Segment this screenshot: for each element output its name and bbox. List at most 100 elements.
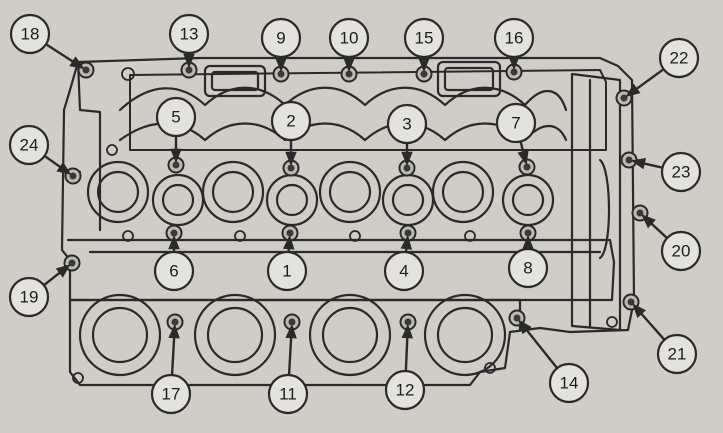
callout-label-5: 5 xyxy=(171,108,180,127)
leader-arrow-19 xyxy=(55,264,71,278)
callout-4: 4 xyxy=(383,250,425,292)
bolt-center-11 xyxy=(288,318,296,326)
bolt-center-13 xyxy=(185,66,193,74)
callout-label-8: 8 xyxy=(523,259,532,278)
callout-label-11: 11 xyxy=(279,385,297,404)
callout-12: 12 xyxy=(384,369,426,411)
bolt-center-9 xyxy=(277,70,285,78)
callout-label-3: 3 xyxy=(402,115,411,134)
callout-20: 20 xyxy=(660,230,702,272)
leader-arrow-23 xyxy=(630,158,647,170)
leader-arrow-20 xyxy=(641,214,656,229)
callout-5: 5 xyxy=(155,96,197,138)
callout-label-1: 1 xyxy=(282,262,291,281)
bolt-center-19 xyxy=(68,259,76,267)
leader-arrow-5 xyxy=(170,148,182,164)
callout-label-24: 24 xyxy=(20,136,39,155)
callout-19: 19 xyxy=(8,276,50,318)
callout-9: 9 xyxy=(260,17,302,59)
lower-bores xyxy=(78,293,507,377)
leader-line-14 xyxy=(521,324,559,369)
callout-11: 11 xyxy=(267,373,309,415)
callout-10: 10 xyxy=(328,17,370,59)
callout-label-7: 7 xyxy=(511,114,520,133)
leader-arrow-14 xyxy=(518,319,532,335)
leader-arrow-17 xyxy=(168,323,180,339)
leader-arrow-24 xyxy=(56,161,72,175)
callout-6: 6 xyxy=(153,250,195,292)
callout-label-22: 22 xyxy=(670,49,689,68)
callout-label-9: 9 xyxy=(276,29,285,48)
leader-arrow-7 xyxy=(517,149,529,166)
bolt-center-16 xyxy=(510,68,518,76)
callout-label-10: 10 xyxy=(340,29,359,48)
callout-22: 22 xyxy=(658,37,700,79)
callout-24: 24 xyxy=(8,124,50,166)
bolt-center-17 xyxy=(171,318,179,326)
callout-3: 3 xyxy=(386,103,428,145)
bolt-center-2 xyxy=(287,164,295,172)
callout-14: 14 xyxy=(548,362,590,404)
bolt-center-8 xyxy=(524,229,532,237)
leader-arrow-1 xyxy=(282,234,295,250)
callout-label-18: 18 xyxy=(21,25,40,44)
leader-arrow-3 xyxy=(401,151,413,167)
leader-arrow-6 xyxy=(168,234,180,250)
callout-23: 23 xyxy=(660,151,702,193)
leader-arrow-13 xyxy=(183,53,195,69)
callout-18: 18 xyxy=(9,13,51,55)
leader-line-11 xyxy=(287,330,293,376)
leader-arrow-15 xyxy=(418,57,430,73)
callout-label-23: 23 xyxy=(672,163,691,182)
callout-17: 17 xyxy=(150,373,192,415)
leader-line-17 xyxy=(170,330,176,376)
leader-arrow-4 xyxy=(400,234,413,250)
callout-label-17: 17 xyxy=(162,385,181,404)
leader-arrow-12 xyxy=(401,323,414,339)
bolt-center-6 xyxy=(170,229,178,237)
leader-arrow-22 xyxy=(625,83,641,97)
callout-label-20: 20 xyxy=(672,242,691,261)
bolt-center-5 xyxy=(172,161,180,169)
bolt-center-18 xyxy=(82,66,90,74)
callout-15: 15 xyxy=(403,17,445,59)
bolt-center-4 xyxy=(404,229,412,237)
callout-label-2: 2 xyxy=(286,112,295,131)
bolt-center-22 xyxy=(620,94,628,102)
bolt-heads xyxy=(63,61,649,331)
bolt-center-15 xyxy=(420,70,428,78)
upper-bores xyxy=(86,160,555,227)
callout-label-4: 4 xyxy=(399,262,408,281)
callout-1: 1 xyxy=(266,250,308,292)
callout-8: 8 xyxy=(507,247,549,289)
bolt-center-12 xyxy=(404,318,412,326)
leader-arrow-11 xyxy=(285,323,297,339)
small-holes xyxy=(72,67,618,384)
callout-16: 16 xyxy=(493,17,535,59)
bolt-center-10 xyxy=(345,70,353,78)
callout-2: 2 xyxy=(270,100,312,142)
callout-label-12: 12 xyxy=(396,381,415,400)
bolt-center-3 xyxy=(403,164,411,172)
callout-label-14: 14 xyxy=(560,374,579,393)
callout-label-15: 15 xyxy=(415,29,434,48)
bolt-center-23 xyxy=(625,156,633,164)
leader-arrow-2 xyxy=(285,151,297,167)
leader-arrow-18 xyxy=(69,56,85,70)
callout-label-13: 13 xyxy=(180,25,199,44)
callout-21: 21 xyxy=(656,333,698,375)
callout-label-21: 21 xyxy=(668,345,687,364)
bolt-center-7 xyxy=(523,163,531,171)
leader-arrow-21 xyxy=(632,303,647,318)
bolt-center-1 xyxy=(286,229,294,237)
callout-label-6: 6 xyxy=(169,262,178,281)
bolt-center-24 xyxy=(69,172,77,180)
leader-lines xyxy=(43,43,668,376)
callout-7: 7 xyxy=(495,102,537,144)
leader-arrow-10 xyxy=(343,57,355,73)
callout-label-16: 16 xyxy=(505,29,524,48)
leader-arrow-9 xyxy=(275,57,287,73)
callout-group: 18 13 9 10 15 16 22 5 2 3 7 24 23 20 6 1… xyxy=(8,13,702,415)
